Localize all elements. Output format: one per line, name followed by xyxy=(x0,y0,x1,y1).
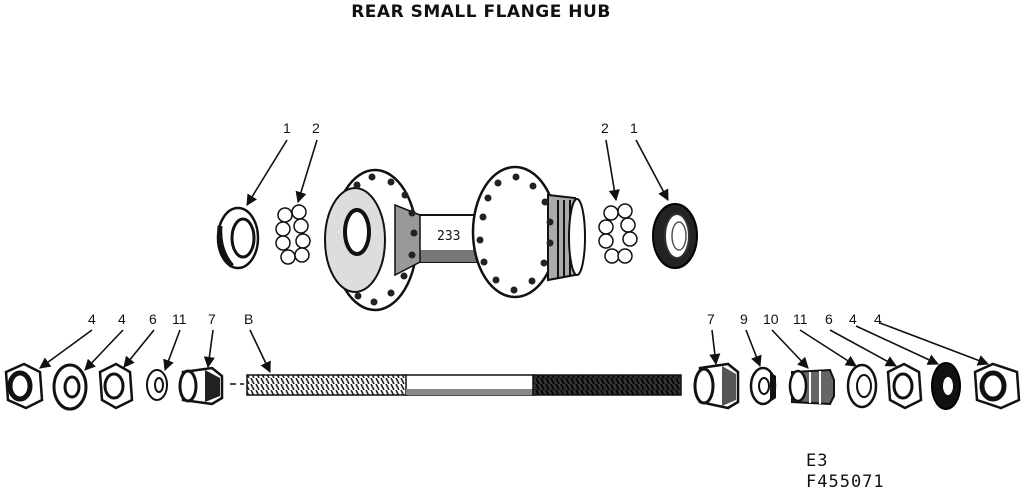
callout-cone-left: 7 xyxy=(208,311,216,327)
hub-shell xyxy=(324,165,586,312)
spoke-holes-left xyxy=(353,173,418,306)
callout-arrows-bottom-left xyxy=(39,329,271,374)
callout-keyed-washer-right: 9 xyxy=(740,311,748,327)
locknut-left-outer xyxy=(4,362,44,410)
keyed-washer-right xyxy=(749,366,777,406)
hub-marking: 233 xyxy=(437,229,460,244)
callout-locknut-outer-left: 4 xyxy=(88,311,96,327)
diagram-title: REAR SMALL FLANGE HUB xyxy=(351,2,611,22)
axle xyxy=(246,374,682,396)
ball-bearings-right xyxy=(598,203,638,264)
callout-arrows-top xyxy=(246,139,669,206)
callout-locknut-right: 6 xyxy=(825,311,833,327)
figure-code-e3: E3 xyxy=(806,451,829,471)
cone-left xyxy=(178,366,224,406)
ball-bearings-left xyxy=(275,204,311,265)
callout-spacer-stack-right: 10 xyxy=(763,311,779,327)
callout-washer-left: 4 xyxy=(118,311,126,327)
callout-cone-right: 7 xyxy=(707,311,715,327)
locknut-right-outer xyxy=(973,362,1021,410)
callout-washer-right: 4 xyxy=(849,311,857,327)
washer-left xyxy=(52,363,88,411)
callout-spacer-left: 11 xyxy=(172,311,187,327)
bearing-cup-left xyxy=(216,206,260,270)
figure-code-part-number: F455071 xyxy=(806,472,885,492)
locknut-right xyxy=(886,362,923,410)
callout-locknut-left: 6 xyxy=(149,311,157,327)
washer-right xyxy=(931,362,961,410)
callout-locknut-outer-right: 4 xyxy=(874,311,882,327)
spacer-left xyxy=(146,369,168,401)
callout-cup-left: 1 xyxy=(283,120,291,136)
locknut-left xyxy=(98,362,134,410)
callout-spacer-right: 11 xyxy=(793,311,808,327)
spoke-holes-right xyxy=(476,173,554,294)
callout-balls-right: 2 xyxy=(601,120,609,136)
spacer-stack-right xyxy=(788,368,835,406)
callout-arrows-bottom-right xyxy=(709,322,990,369)
bearing-cup-right xyxy=(652,203,698,269)
spacer-right xyxy=(846,363,878,409)
cone-right xyxy=(693,362,740,410)
callout-axle: B xyxy=(244,311,253,327)
callout-balls-left: 2 xyxy=(312,120,320,136)
callout-cup-right: 1 xyxy=(630,120,638,136)
